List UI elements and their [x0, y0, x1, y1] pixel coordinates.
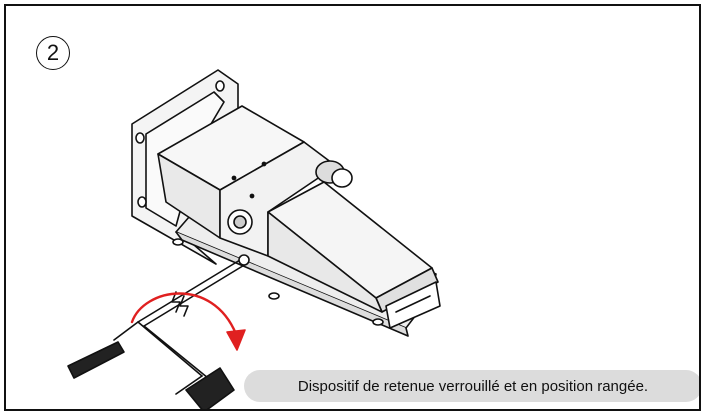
screw-hole-icon — [215, 80, 225, 92]
step-number-badge: 2 — [36, 36, 70, 70]
screw-hole-icon — [137, 196, 147, 208]
caption-pill: Dispositif de retenue verrouillé et en p… — [244, 370, 699, 402]
screw-hole-icon — [135, 132, 145, 144]
bracket-grips — [67, 341, 235, 409]
rotation-arrow-icon — [130, 292, 246, 351]
screw-hole-icon — [268, 292, 280, 300]
screw-hole-icon — [172, 238, 184, 246]
diagram-frame: 2 — [4, 4, 701, 411]
retaining-bracket — [113, 321, 209, 395]
screw-hole-icon — [372, 318, 384, 326]
pivot-knob — [227, 160, 353, 235]
caption-text: Dispositif de retenue verrouillé et en p… — [297, 377, 649, 395]
retaining-rod — [137, 254, 250, 327]
foot-pedal-illustration — [67, 69, 441, 409]
step-number: 2 — [46, 40, 60, 65]
pedal — [267, 181, 441, 329]
